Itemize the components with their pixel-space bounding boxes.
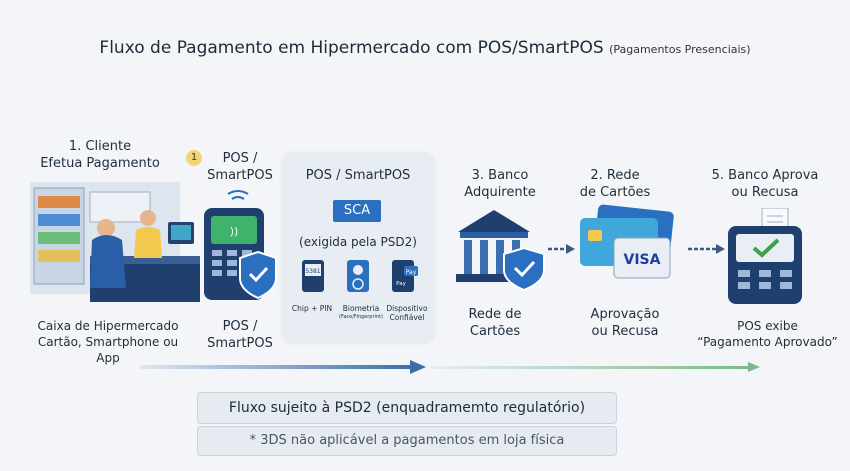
step2-label: 2. Rede de Cartões: [560, 167, 670, 201]
step2-caption: Aprovação ou Recusa: [570, 306, 680, 340]
panel-title: POS / SmartPOS: [305, 168, 411, 183]
method-biometria-sub: (Face/Fingerprint): [338, 314, 384, 320]
chip-pin-icon: 5381: [302, 260, 324, 292]
psd2-requirement: (exigida pela PSD2): [299, 235, 417, 249]
title-main: Fluxo de Pagamento em Hipermercado com P…: [99, 38, 604, 58]
step2-line2: de Cartões: [579, 185, 651, 200]
pos-terminal-icon: )): [204, 190, 277, 300]
trusted-device-icon: Pay Pay: [392, 260, 418, 292]
step5-caption-line2: “Pagamento Aprovado”: [697, 335, 838, 349]
step3-caption: Rede de Cartões: [440, 306, 550, 340]
svg-text:)): )): [230, 225, 239, 238]
step5-caption: POS exibe “Pagamento Aprovado”: [690, 318, 845, 350]
step1-label: 1. Cliente Efetua Pagamento: [30, 138, 170, 172]
diagram-title: Fluxo de Pagamento em Hipermercado com P…: [0, 38, 850, 58]
card-network-icon: VISA: [580, 204, 674, 279]
applepay-text: Pay: [396, 281, 406, 287]
step5-caption-line1: POS exibe: [737, 319, 798, 333]
step1-caption-line1: Caixa de Hipermercado: [37, 319, 179, 333]
flow-arrow-bottom: [140, 360, 760, 374]
method-chip-pin: Chip + PIN: [288, 304, 336, 313]
pos-top-label: POS / SmartPOS: [200, 150, 280, 184]
method-device: Dispositivo Confiável: [384, 304, 430, 322]
step-badge: 1: [186, 150, 202, 166]
pos-bottom-label: POS / SmartPOS: [198, 318, 282, 352]
method-device-label: Dispositivo: [386, 304, 428, 313]
step2-caption-line1: Aprovação: [590, 307, 660, 322]
step3-caption-line1: Rede de: [468, 307, 522, 322]
psd2-note: Fluxo sujeito à PSD2 (enquadramemto regu…: [197, 392, 617, 424]
step5-line1: 5. Banco Aprova: [711, 168, 819, 183]
pos-top-line2: SmartPOS: [207, 168, 273, 183]
step5-label: 5. Banco Aprova ou Recusa: [690, 167, 840, 201]
step1-caption-line2: Cartão, Smartphone ou: [37, 335, 179, 349]
sca-panel: [282, 152, 434, 342]
step1-caption-line3: App: [96, 351, 120, 365]
step3-line2: Adquirente: [464, 185, 536, 200]
pos-bottom-line2: SmartPOS: [207, 336, 273, 351]
arrow-cards-to-pos: [688, 244, 725, 254]
step2-caption-line2: ou Recusa: [591, 324, 659, 339]
arrow-bank-to-cards: [548, 244, 575, 254]
step1-line2: Efetua Pagamento: [40, 156, 160, 171]
step3-line1: 3. Banco: [471, 168, 529, 183]
sca-badge: SCA: [333, 200, 381, 222]
fingerprint-icon: [347, 260, 369, 292]
step1-line1: 1. Cliente: [68, 139, 132, 154]
method-device-sub: Confiável: [389, 313, 425, 322]
method-biometria: Biometria (Face/Fingerprint): [336, 304, 386, 322]
method-chip-pin-label: Chip + PIN: [291, 304, 333, 313]
step3-label: 3. Banco Adquirente: [440, 167, 560, 201]
title-subtitle: (Pagamentos Presenciais): [609, 43, 751, 56]
step5-line2: ou Recusa: [731, 185, 799, 200]
pay-text: Pay: [406, 269, 417, 276]
step2-line1: 2. Rede: [590, 168, 640, 183]
3ds-note: * 3DS não aplicável a pagamentos em loja…: [197, 426, 617, 456]
store-cashier-illustration: [30, 182, 200, 302]
pos-approved-icon: [728, 208, 802, 304]
pos-top-line1: POS /: [222, 151, 258, 166]
bank-icon: [456, 210, 545, 292]
step1-caption: Caixa de Hipermercado Cartão, Smartphone…: [28, 318, 188, 366]
method-biometria-label: Biometria: [342, 304, 380, 313]
pos-bottom-line1: POS /: [222, 319, 258, 334]
step3-caption-line2: Cartões: [469, 324, 521, 339]
chip-code: 5381: [305, 268, 320, 275]
visa-logo: VISA: [624, 252, 661, 268]
